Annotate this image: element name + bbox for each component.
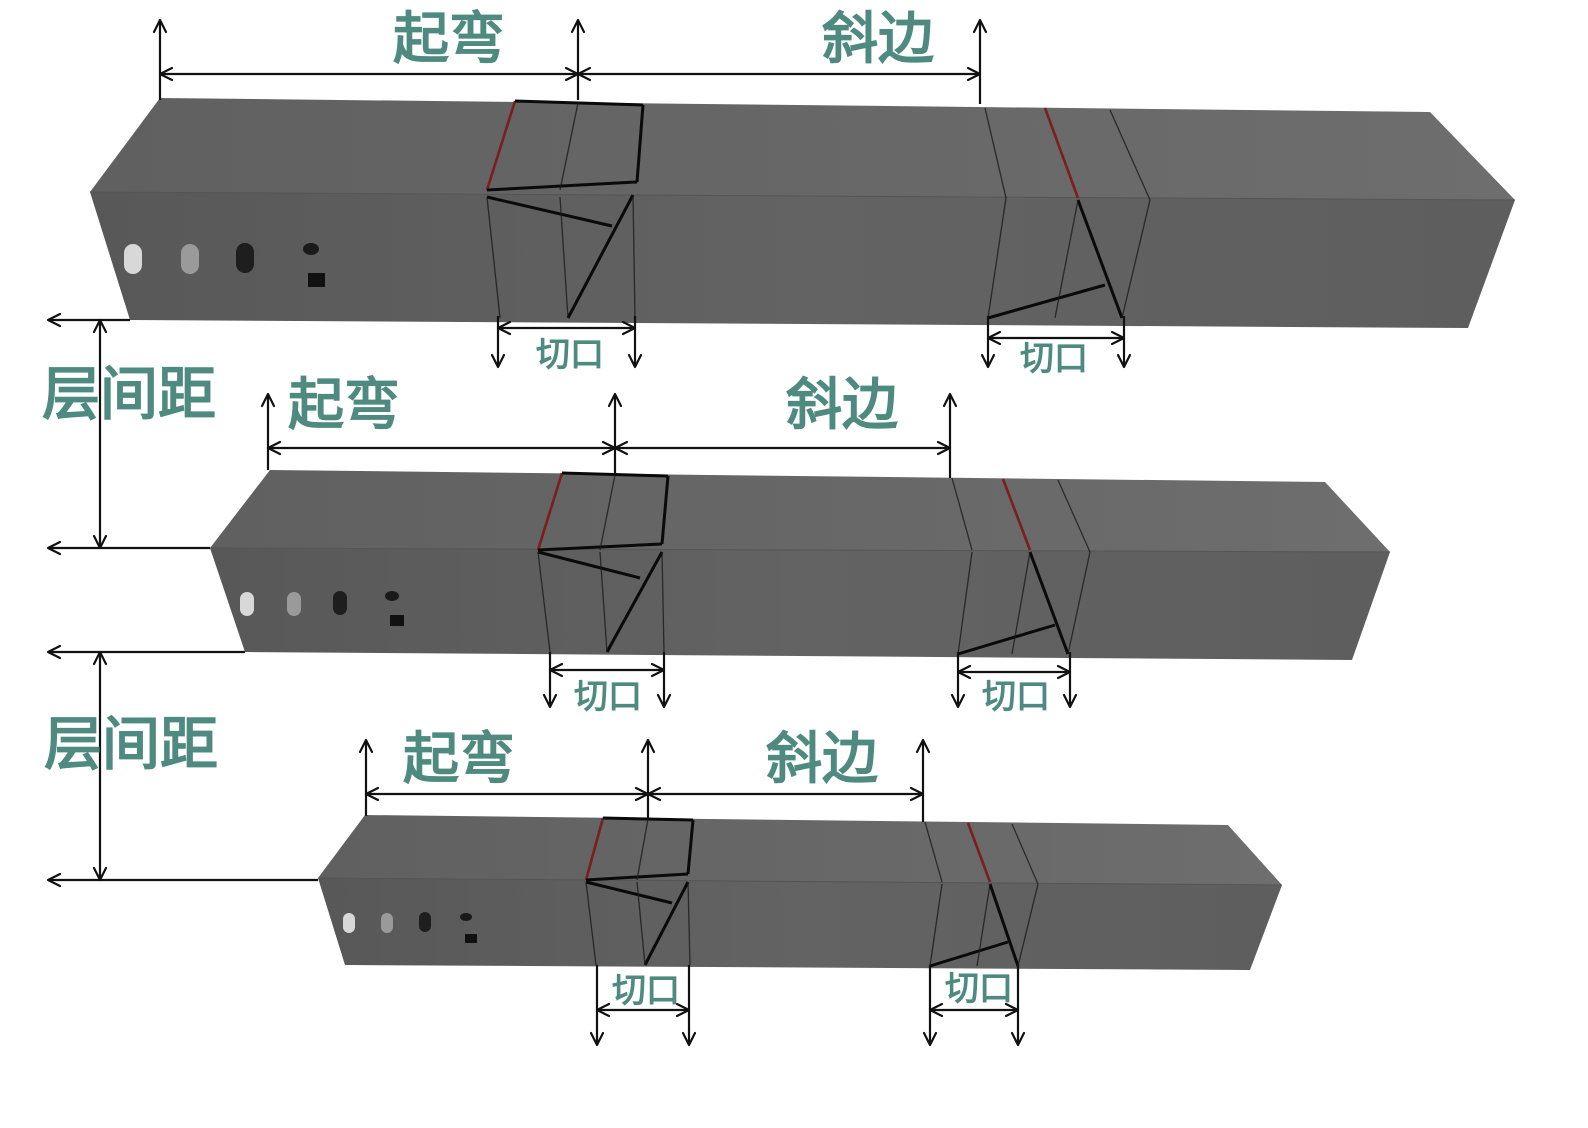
cut-label: 切口 bbox=[982, 677, 1050, 717]
layer-spacing-dimension-2: 层间距 bbox=[44, 644, 318, 888]
top-bend-dimension: 起弯 bbox=[152, 7, 586, 100]
middle-bevel-dimension: 斜边 bbox=[613, 373, 958, 478]
bevel-label: 斜边 bbox=[766, 727, 879, 792]
top-cut-dimension-1: 切口 bbox=[490, 316, 643, 375]
cut-label: 切口 bbox=[945, 969, 1013, 1009]
bend-label: 起弯 bbox=[393, 7, 505, 72]
tray-front-face bbox=[90, 192, 1515, 328]
bottom-bevel-dimension: 斜边 bbox=[646, 727, 931, 822]
bottom-tray bbox=[317, 815, 1283, 970]
bottom-cut-dimension-2: 切口 bbox=[922, 965, 1026, 1047]
tray-front-face bbox=[318, 878, 1282, 970]
middle-cut-dimension-2: 切口 bbox=[950, 652, 1078, 717]
bend-label: 起弯 bbox=[288, 373, 400, 438]
bevel-label: 斜边 bbox=[822, 7, 935, 72]
top-cut-dimension-2: 切口 bbox=[980, 316, 1132, 379]
bottom-cut-dimension-1: 切口 bbox=[589, 965, 697, 1047]
tray-top-face bbox=[90, 98, 1515, 200]
tray-top-face bbox=[318, 815, 1282, 885]
layer-spacing-label: 层间距 bbox=[42, 360, 216, 428]
bevel-cut-marks bbox=[984, 107, 1151, 320]
bevel-cut-marks bbox=[951, 477, 1091, 656]
bottom-bend-dimension: 起弯 bbox=[358, 727, 656, 820]
bend-cut-marks bbox=[584, 816, 695, 966]
bevel-label: 斜边 bbox=[786, 373, 899, 438]
cable-slot-holes bbox=[343, 912, 477, 943]
bend-cut-marks bbox=[536, 471, 670, 653]
bend-cut-marks bbox=[485, 99, 645, 319]
cut-label: 切口 bbox=[536, 335, 604, 375]
middle-cut-dimension-1: 切口 bbox=[542, 652, 672, 717]
bend-label: 起弯 bbox=[403, 727, 515, 792]
tray-top-face bbox=[210, 470, 1390, 552]
top-bevel-dimension: 斜边 bbox=[576, 7, 988, 104]
cut-label: 切口 bbox=[1020, 339, 1088, 379]
bevel-cut-marks bbox=[924, 821, 1039, 968]
middle-tray bbox=[209, 470, 1391, 660]
middle-bend-dimension: 起弯 bbox=[260, 373, 623, 474]
layer-spacing-dimension-1: 层间距 bbox=[42, 312, 216, 556]
cable-slot-holes bbox=[240, 591, 404, 626]
cable-slot-holes bbox=[124, 243, 325, 287]
top-tray bbox=[89, 98, 1516, 328]
cut-label: 切口 bbox=[612, 971, 680, 1011]
cut-label: 切口 bbox=[574, 677, 642, 717]
tray-front-face bbox=[210, 548, 1390, 660]
layer-spacing-label: 层间距 bbox=[44, 710, 218, 778]
